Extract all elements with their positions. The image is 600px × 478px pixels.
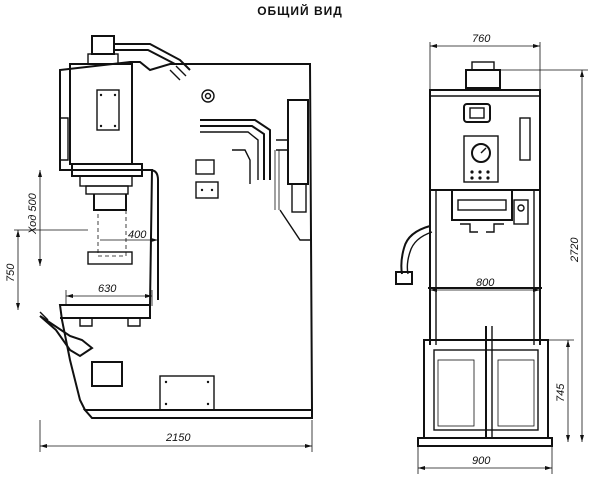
drawing-title: ОБЩИЙ ВИД xyxy=(257,4,343,18)
dim-throat: 400 xyxy=(128,229,147,241)
dim-length: 2150 xyxy=(165,432,191,444)
dim-total-height: 2720 xyxy=(569,237,581,263)
front-view: 760 2720 800 745 900 xyxy=(395,33,588,474)
dim-base-width: 900 xyxy=(472,455,491,467)
dim-stroke: Ход 500 xyxy=(27,192,39,235)
dim-table-width: 630 xyxy=(98,283,117,295)
dim-750-left: 750 xyxy=(5,263,17,282)
side-view: Ход 500 400 750 630 2150 xyxy=(5,35,314,452)
dim-lower-height: 745 xyxy=(555,383,567,402)
dim-front-width: 760 xyxy=(472,33,491,45)
dim-inner-width: 800 xyxy=(476,277,495,289)
